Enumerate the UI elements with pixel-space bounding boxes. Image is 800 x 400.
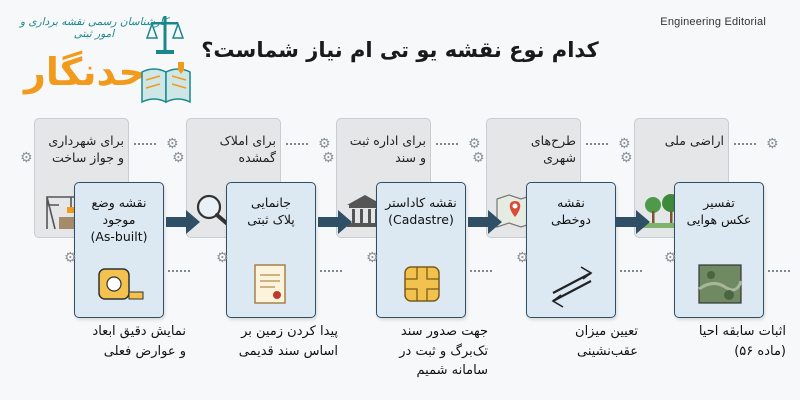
gear-icon: ⚙ (516, 250, 529, 266)
aerial-photo-icon (695, 259, 745, 309)
gear-icon: ⚙ (664, 250, 677, 266)
dotted-connector (168, 270, 190, 272)
gear-icon: ⚙ (216, 250, 229, 266)
deed-scroll-icon (247, 259, 297, 309)
dotted-connector (620, 270, 642, 272)
arrow-right-icon (468, 210, 502, 234)
editorial-label: Engineering Editorial (660, 16, 766, 28)
gear-icon: ⚙ (366, 250, 379, 266)
map-type-label: نقشه کاداستر(Cadastre) (385, 195, 457, 227)
arrow-right-icon (166, 210, 200, 234)
smart-chip-icon (397, 259, 447, 309)
gear-icon: ⚙ (318, 136, 331, 152)
dotted-connector (768, 270, 790, 272)
map-pin-icon (493, 191, 537, 231)
dotted-connector (286, 143, 308, 145)
gear-icon: ⚙ (472, 150, 485, 166)
dotted-connector (586, 143, 608, 145)
gear-icon: ⚙ (64, 250, 77, 266)
gear-icon: ⚙ (618, 136, 631, 152)
company-logo: کارشناسان رسمی نقشه برداری و امور ثبتی ح… (6, 6, 196, 110)
gear-icon: ⚙ (166, 136, 179, 152)
dotted-connector (734, 143, 756, 145)
logo-wordmark: حدنگار (24, 50, 146, 94)
page-title: کدام نوع نقشه یو تی ام نیاز شماست؟ (201, 38, 599, 62)
double-line-icon (547, 259, 597, 309)
tape-measure-icon (95, 259, 145, 309)
gear-icon: ⚙ (766, 136, 779, 152)
dotted-connector (134, 143, 156, 145)
arrow-right-icon (616, 210, 650, 234)
gear-icon: ⚙ (20, 150, 33, 166)
step-caption: اثبات سابقه احیا(ماده ۵۶) (698, 324, 786, 359)
arrow-right-icon (318, 210, 352, 234)
justice-scale-icon (146, 16, 184, 54)
open-book-map-icon (141, 62, 191, 104)
dotted-connector (436, 143, 458, 145)
gear-icon: ⚙ (468, 136, 481, 152)
crane-icon (41, 191, 85, 231)
gear-icon: ⚙ (620, 150, 633, 166)
purpose-label: اراضی ملی (664, 133, 724, 148)
gear-icon: ⚙ (172, 150, 185, 166)
dotted-connector (320, 270, 342, 272)
logo-tagline: کارشناسان رسمی نقشه برداری و امور ثبتی (19, 16, 169, 40)
map-type-card: نقشه کاداستر(Cadastre) (376, 182, 466, 318)
dotted-connector (470, 270, 492, 272)
gear-icon: ⚙ (322, 150, 335, 166)
